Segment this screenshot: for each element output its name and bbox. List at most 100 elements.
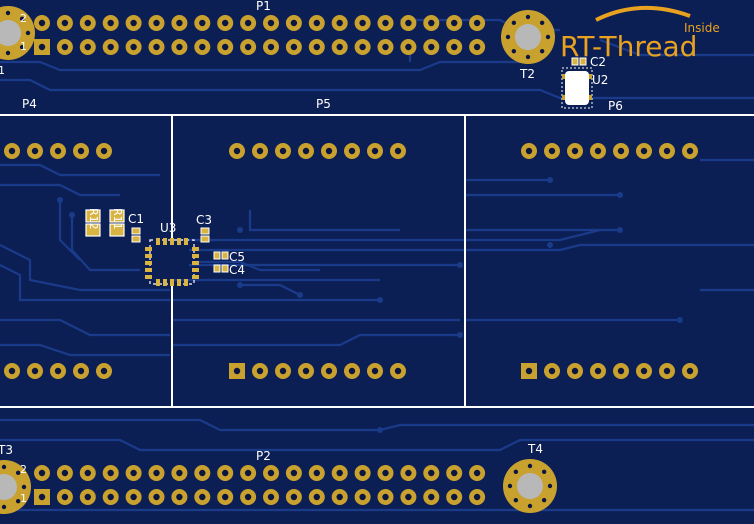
- header-pin: [130, 19, 137, 27]
- header-pin: [451, 19, 458, 27]
- header-pin: [222, 19, 229, 27]
- connector-pin: [8, 367, 16, 375]
- qfn-pad: [163, 279, 167, 286]
- connector-pin: [279, 147, 287, 155]
- logo-brand: RT-Thread: [560, 30, 697, 63]
- qfn-pad: [145, 254, 152, 258]
- header-pin: [153, 493, 160, 501]
- connector-pin: [571, 367, 579, 375]
- connector-pin: [325, 147, 333, 155]
- mounting-via: [15, 498, 21, 504]
- mounting-via: [511, 20, 517, 26]
- mounting-via: [539, 48, 545, 54]
- header-pin: [61, 493, 69, 501]
- header-pin: [84, 493, 92, 501]
- capacitor-c2: [571, 57, 587, 66]
- connector-pin: [617, 147, 625, 155]
- qfn-pad: [184, 279, 188, 286]
- header-pin: [473, 469, 481, 477]
- connector-pin: [594, 367, 602, 375]
- mounting-hole-t1: [0, 6, 35, 60]
- header-pin: [176, 43, 183, 51]
- label-p6: P6: [608, 99, 623, 113]
- connector-pin: [663, 367, 671, 375]
- mounting-via: [1, 464, 7, 470]
- qfn-pad: [192, 268, 199, 272]
- header-pin: [290, 19, 298, 27]
- qfn-pad: [170, 279, 174, 286]
- header-pin: [107, 469, 114, 477]
- connector-pin: [31, 367, 39, 375]
- mounting-via: [513, 497, 519, 503]
- header-pin: [473, 43, 481, 51]
- header-pin: [153, 19, 160, 27]
- mounting-via: [527, 463, 533, 469]
- mounting-via: [19, 44, 25, 50]
- header-pin: [313, 43, 320, 51]
- label-c5: C5: [229, 250, 245, 264]
- header-pin: [405, 43, 412, 51]
- header-pin: [153, 469, 160, 477]
- label-u3: U3: [160, 221, 176, 235]
- qfn-pad: [192, 275, 199, 279]
- connector-pin: [371, 367, 379, 375]
- label-p5: P5: [316, 97, 331, 111]
- connector-pin: [100, 367, 108, 375]
- header-pin: [130, 493, 137, 501]
- logo-swoosh-icon: [595, 6, 691, 22]
- mounting-via: [15, 470, 21, 476]
- trace-layer: [0, 18, 754, 512]
- header-pin: [359, 469, 366, 477]
- capacitor-c3: [200, 227, 210, 243]
- header-pin: [428, 493, 435, 501]
- header-pin: [451, 43, 458, 51]
- qfn-pad: [192, 261, 199, 265]
- header-pin: [244, 43, 252, 51]
- label-c3: C3: [196, 213, 212, 227]
- connector-pin: [371, 147, 379, 155]
- connector-pin: [348, 147, 356, 155]
- header-pin: [61, 19, 69, 27]
- header-pin: [176, 493, 183, 501]
- header-pin: [473, 493, 481, 501]
- qfn-pad: [184, 238, 188, 245]
- ic-u2: [561, 67, 593, 109]
- connector-pin: [571, 147, 579, 155]
- header-pin: [222, 43, 229, 51]
- connector-pin: [548, 147, 556, 155]
- mounting-via: [525, 14, 531, 20]
- header-pin: [222, 493, 229, 501]
- header-pin: [267, 493, 275, 501]
- mounting-hole-t3: [0, 460, 31, 514]
- connector-pin: [279, 367, 287, 375]
- header-p1: [34, 15, 486, 55]
- header-pin: [428, 43, 435, 51]
- label-r12: R12: [87, 208, 100, 230]
- header-pin: [382, 19, 389, 27]
- header-pin: [313, 469, 320, 477]
- header-pin: [405, 469, 412, 477]
- connector-pin: [302, 367, 310, 375]
- connector-pin: [77, 147, 85, 155]
- header-pin: [38, 493, 46, 501]
- connector-pin: [8, 147, 16, 155]
- header-pin: [451, 493, 458, 501]
- qfn-pad: [177, 238, 181, 245]
- qfn-pad: [170, 238, 174, 245]
- connector-pin: [686, 147, 694, 155]
- label-t4: T4: [527, 442, 543, 456]
- connector-pin: [525, 367, 533, 375]
- label-p1-pin2: 2: [20, 12, 27, 25]
- connector-pin: [663, 147, 671, 155]
- header-pin: [222, 469, 229, 477]
- resistor-r11: [109, 209, 125, 237]
- mounting-via: [511, 48, 517, 54]
- mounting-via: [525, 54, 531, 60]
- mounting-via: [541, 469, 547, 475]
- header-pin: [336, 19, 343, 27]
- capacitor-c4: [213, 264, 229, 273]
- header-pin: [84, 469, 92, 477]
- connector-pin: [77, 367, 85, 375]
- connector-pins: [4, 143, 698, 379]
